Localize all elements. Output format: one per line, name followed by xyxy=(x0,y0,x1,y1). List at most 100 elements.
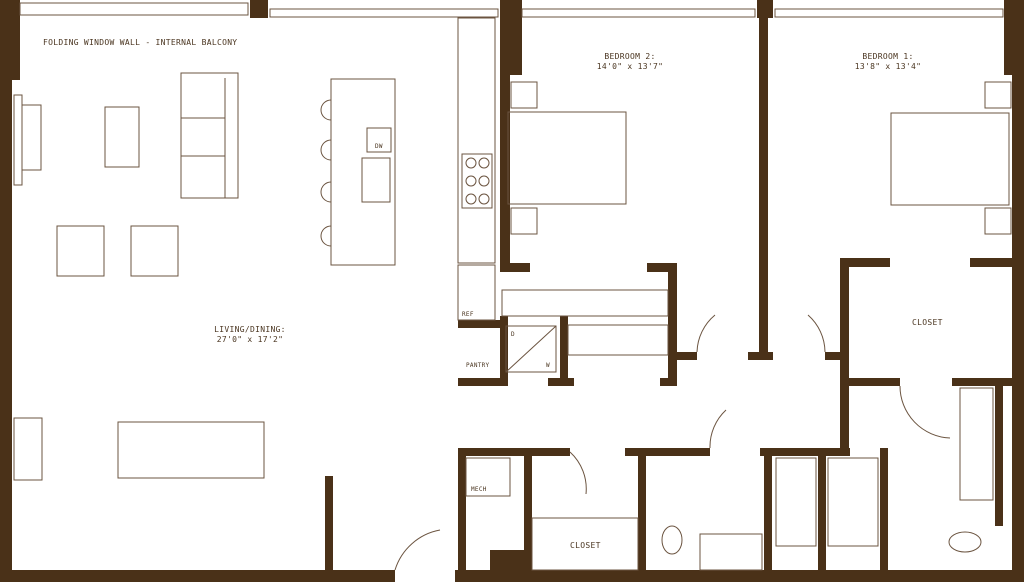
burner xyxy=(478,157,490,169)
bedroom-2-label: BEDROOM 2:14'0" x 13'7" xyxy=(580,52,680,72)
wall xyxy=(0,0,20,80)
wall xyxy=(458,320,500,328)
wall xyxy=(840,258,849,448)
burner xyxy=(478,175,490,187)
wall xyxy=(818,448,826,582)
burner xyxy=(465,193,477,205)
wall xyxy=(458,448,570,456)
bar-stools xyxy=(320,99,332,247)
cooktop xyxy=(461,153,493,209)
sink xyxy=(361,157,391,203)
wall xyxy=(880,448,888,582)
door-swing xyxy=(394,314,951,571)
tv xyxy=(21,104,42,171)
wall xyxy=(0,570,395,582)
closet-label-bedroom1: CLOSET xyxy=(912,318,943,327)
wall xyxy=(500,0,522,75)
closet-shelf xyxy=(567,324,669,356)
wall xyxy=(825,352,845,360)
wall xyxy=(760,448,850,456)
wall xyxy=(638,448,646,582)
kitchen-island xyxy=(330,78,396,266)
wall xyxy=(500,316,508,386)
wall xyxy=(500,75,510,270)
burner xyxy=(465,157,477,169)
window-band xyxy=(774,8,1004,18)
burner xyxy=(465,175,477,187)
tv-console xyxy=(13,94,23,186)
wall xyxy=(455,570,1024,582)
fridge-label: REF xyxy=(462,311,474,318)
dining-table xyxy=(117,421,265,479)
wall xyxy=(325,476,333,582)
washer-dryer-divider xyxy=(505,325,557,373)
bedroom-1-size: 13'8" x 13'4" xyxy=(854,62,922,71)
nightstand xyxy=(984,81,1012,109)
kitchen-counter xyxy=(457,17,496,264)
bedroom-2-size: 14'0" x 13'7" xyxy=(596,62,664,71)
vanity xyxy=(699,533,763,571)
wall xyxy=(0,80,12,582)
balcony-label: FOLDING WINDOW WALL - INTERNAL BALCONY xyxy=(43,38,238,47)
wall xyxy=(1004,0,1024,75)
washer-dryer xyxy=(505,325,557,373)
wall xyxy=(1012,75,1024,582)
shower xyxy=(827,457,879,547)
window-band xyxy=(19,2,249,16)
closet-shelf xyxy=(501,289,669,317)
wall xyxy=(524,448,532,582)
living-name: LIVING/DINING: xyxy=(214,325,286,334)
dishwasher-label: DW xyxy=(375,143,383,150)
wall xyxy=(647,263,677,272)
wall xyxy=(560,316,568,386)
refrigerator xyxy=(457,264,496,321)
vanity xyxy=(959,387,994,501)
wall xyxy=(677,352,697,360)
wall xyxy=(458,448,466,582)
living-size: 27'0" x 17'2" xyxy=(216,335,284,344)
wall xyxy=(764,448,772,582)
closet-shelf xyxy=(531,517,639,571)
toilet xyxy=(948,531,982,553)
pantry-label: PANTRY xyxy=(466,362,490,369)
bedroom-2-name: BEDROOM 2: xyxy=(604,52,656,61)
wall xyxy=(759,18,768,358)
bed xyxy=(890,112,1010,206)
washer-label: W xyxy=(546,362,550,369)
wall xyxy=(500,263,530,272)
armchair xyxy=(56,225,105,277)
wall xyxy=(757,0,773,18)
bedroom-1-label: BEDROOM 1:13'8" x 13'4" xyxy=(838,52,938,72)
nightstand xyxy=(984,207,1012,235)
wall xyxy=(668,263,677,385)
wall xyxy=(995,386,1003,526)
wall xyxy=(840,258,890,267)
wall xyxy=(840,378,900,386)
sofa-cushions xyxy=(181,78,226,198)
window-band xyxy=(521,8,756,18)
sideboard xyxy=(13,417,43,481)
wall xyxy=(952,378,1014,386)
toilet xyxy=(661,525,683,555)
nightstand xyxy=(510,81,538,109)
coffee-table xyxy=(104,106,140,168)
mech-label: MECH xyxy=(471,486,487,493)
closet-label-hall: CLOSET xyxy=(570,541,601,550)
sofa xyxy=(180,72,239,199)
nightstand xyxy=(510,207,538,235)
wall xyxy=(748,352,773,360)
dryer-label: D xyxy=(511,331,515,338)
mech-unit xyxy=(465,457,511,497)
dishwasher xyxy=(366,127,392,153)
wall xyxy=(660,378,677,386)
bed xyxy=(507,111,627,205)
armchair xyxy=(130,225,179,277)
wall xyxy=(970,258,1014,267)
window-band xyxy=(269,8,499,18)
wall xyxy=(490,550,524,582)
fixtures xyxy=(13,2,1012,571)
wall xyxy=(625,448,710,456)
wall xyxy=(250,0,268,18)
